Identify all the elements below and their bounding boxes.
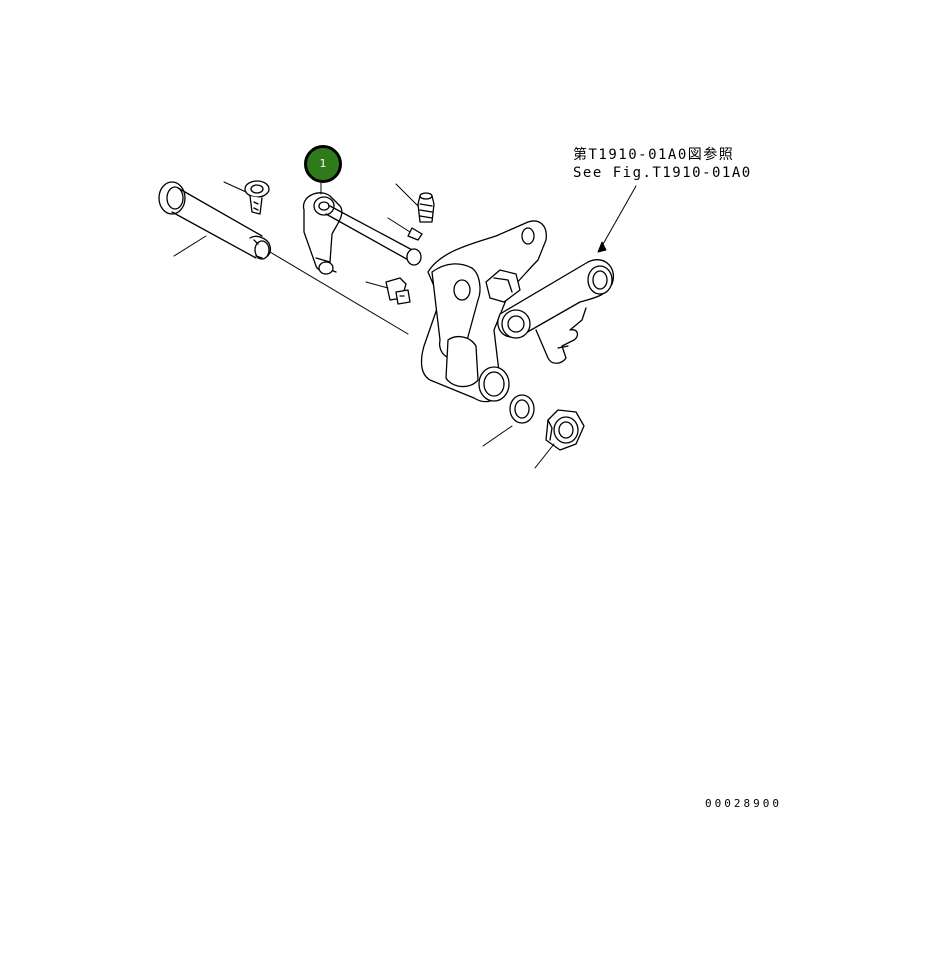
bracket-body-part — [420, 220, 547, 403]
bolt-washer-part — [244, 180, 270, 215]
callout-1-badge[interactable]: 1 — [304, 145, 342, 183]
link-plate-part — [302, 192, 422, 275]
link-arm-part — [497, 259, 614, 364]
document-number: 00028900 — [705, 797, 782, 810]
reference-note-japanese: 第T1910-01A0図参照 — [573, 147, 735, 163]
nut-part — [545, 409, 585, 451]
grease-fitting-part — [385, 277, 411, 305]
bolt-part — [407, 192, 435, 241]
washer-part — [509, 394, 535, 424]
long-pin-part — [158, 181, 272, 260]
reference-note-english: See Fig.T1910-01A0 — [573, 165, 752, 181]
reference-note: 第T1910-01A0図参照 See Fig.T1910-01A0 — [573, 146, 752, 182]
leader-lines — [173, 177, 637, 469]
